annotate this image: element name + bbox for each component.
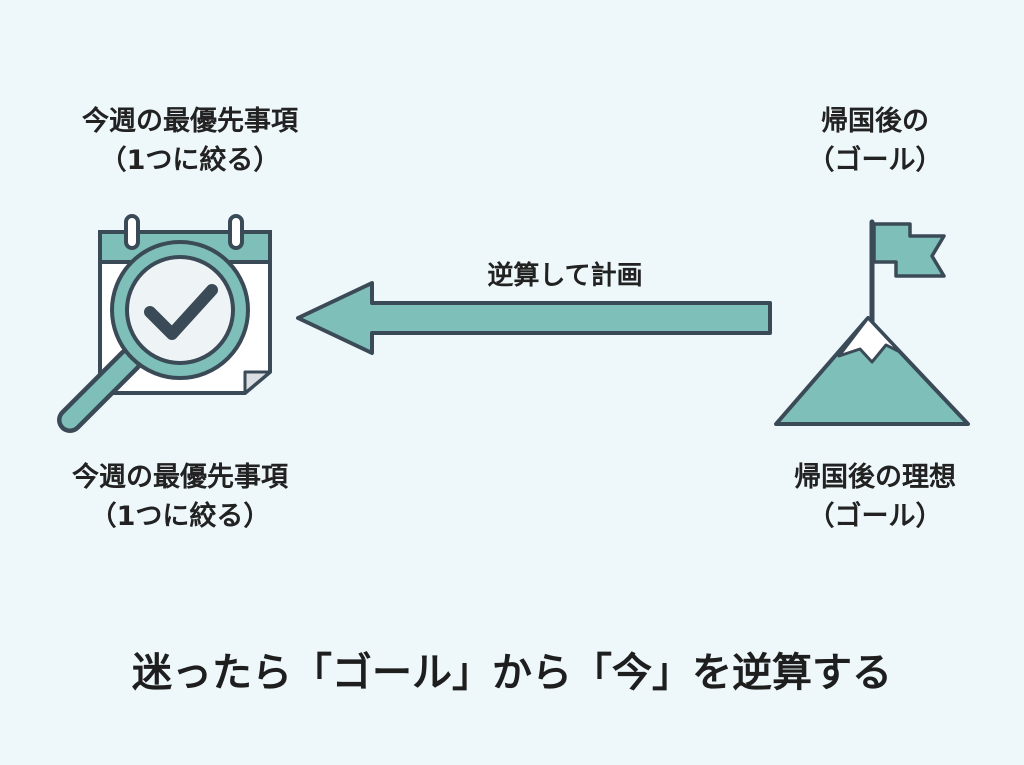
current-priority-title: 今週の最優先事項 bbox=[72, 462, 288, 493]
arrow-label: 逆算して計画 bbox=[487, 261, 643, 291]
current-priority-label-bottom: 今週の最優先事項 （1つに絞る） bbox=[30, 458, 330, 536]
mountain-flag-icon bbox=[774, 219, 970, 426]
current-priority-note: （1つに絞る） bbox=[89, 501, 271, 533]
goal-title: 帰国後の bbox=[821, 106, 929, 137]
goal-note: （ゴール） bbox=[807, 145, 943, 177]
calendar-magnifier-check-icon bbox=[57, 214, 272, 433]
goal-note: （ゴール） bbox=[807, 501, 943, 533]
goal-title: 帰国後の理想 bbox=[794, 462, 956, 493]
goal-label-bottom: 帰国後の理想 （ゴール） bbox=[740, 458, 1010, 536]
current-priority-note: （1つに絞る） bbox=[99, 145, 281, 177]
current-priority-title: 今週の最優先事項 bbox=[82, 106, 298, 137]
footer-caption: 迷ったら「ゴール」から「今」を逆算する bbox=[132, 650, 892, 696]
current-priority-label-top: 今週の最優先事項 （1つに絞る） bbox=[40, 102, 340, 180]
goal-label-top: 帰国後の （ゴール） bbox=[775, 102, 975, 180]
backward-arrow bbox=[296, 281, 772, 355]
